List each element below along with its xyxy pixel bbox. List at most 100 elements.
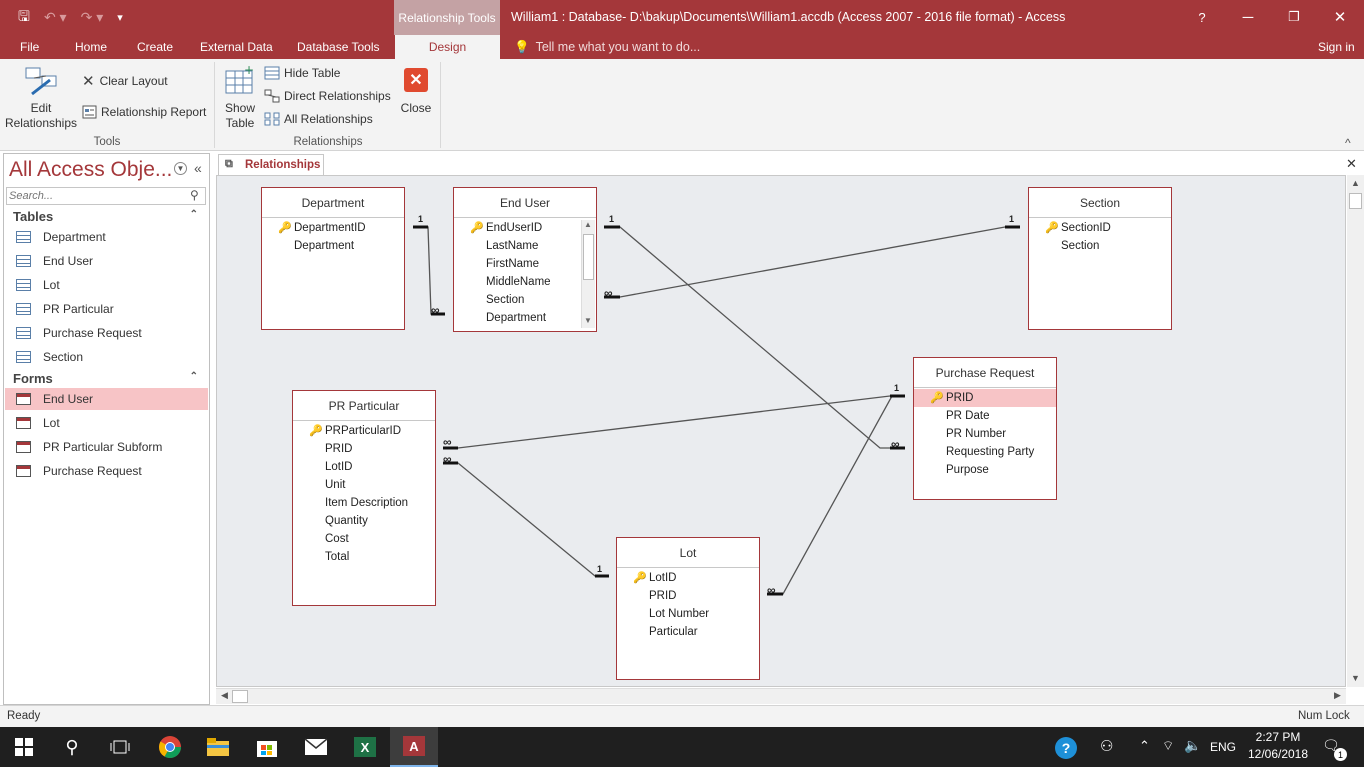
nav-table-purchase-request[interactable]: Purchase Request xyxy=(5,322,208,344)
chrome-icon[interactable] xyxy=(146,727,194,767)
volume-icon[interactable]: 🔈 xyxy=(1184,737,1202,753)
scroll-thumb[interactable] xyxy=(583,234,594,280)
table-field[interactable]: PRID xyxy=(617,587,759,605)
edit-relationships-button[interactable]: Edit Relationships xyxy=(4,63,78,133)
tab-external-data[interactable]: External Data xyxy=(200,40,273,54)
scroll-up-icon[interactable]: ▲ xyxy=(584,220,592,229)
nav-table-pr-particular[interactable]: PR Particular xyxy=(5,298,208,320)
table-field[interactable]: Particular xyxy=(617,623,759,641)
table-field[interactable]: Cost xyxy=(293,530,435,548)
people-icon[interactable]: ⚇ xyxy=(1100,738,1114,755)
search-icon[interactable]: ⚲ xyxy=(65,736,79,757)
show-table-button[interactable]: + Show Table xyxy=(220,63,260,133)
nav-group-tables[interactable]: Tables ⌃ xyxy=(5,207,208,226)
nav-search-input[interactable] xyxy=(6,187,206,205)
scroll-left-icon[interactable]: ◀ xyxy=(221,690,228,700)
tab-file[interactable]: File xyxy=(20,40,40,54)
nav-group-forms[interactable]: Forms ⌃ xyxy=(5,369,208,388)
sign-in-link[interactable]: Sign in xyxy=(1318,40,1355,54)
table-field[interactable]: Requesting Party xyxy=(914,443,1056,461)
table-field[interactable]: Section xyxy=(454,291,596,309)
table-field[interactable]: LotID xyxy=(293,458,435,476)
file-explorer-icon[interactable] xyxy=(194,727,242,767)
relationship-report-button[interactable]: Relationship Report xyxy=(82,103,206,121)
customize-qat-button[interactable]: ▾ xyxy=(117,12,123,24)
restore-button[interactable]: ❐ xyxy=(1288,9,1300,24)
table-field[interactable]: LastName xyxy=(454,237,596,255)
nav-pane-title[interactable]: All Access Obje... xyxy=(9,158,173,181)
close-window-button[interactable]: ✕ xyxy=(1333,9,1347,26)
close-document-button[interactable]: ✕ xyxy=(1346,156,1357,171)
show-hidden-icons[interactable]: ⌃ xyxy=(1139,738,1150,753)
scroll-up-icon[interactable]: ▲ xyxy=(1351,178,1360,188)
task-view-icon[interactable] xyxy=(96,727,144,767)
undo-button[interactable]: ↶ ▾ xyxy=(43,9,67,25)
table-field[interactable]: 🔑SectionID xyxy=(1029,219,1171,237)
table-field[interactable]: Department xyxy=(262,237,404,255)
clock-date[interactable]: 12/06/2018 xyxy=(1247,747,1309,761)
collapse-ribbon-button[interactable]: ^ xyxy=(1345,136,1351,150)
table-field[interactable]: Unit xyxy=(293,476,435,494)
tab-create[interactable]: Create xyxy=(137,40,174,54)
table-field[interactable]: PRID xyxy=(293,440,435,458)
minimize-button[interactable]: ─ xyxy=(1242,8,1254,26)
table-field[interactable]: Section xyxy=(1029,237,1171,255)
table-field[interactable]: PR Number xyxy=(914,425,1056,443)
nav-form-purchase-request[interactable]: Purchase Request xyxy=(5,460,208,482)
table-field[interactable]: Purpose xyxy=(914,461,1056,479)
tab-database-tools[interactable]: Database Tools xyxy=(297,40,380,54)
table-field[interactable]: Total xyxy=(293,548,435,566)
clear-layout-button[interactable]: ✕ Clear Layout xyxy=(82,72,168,90)
scroll-down-icon[interactable]: ▼ xyxy=(584,316,592,325)
mail-icon[interactable] xyxy=(292,727,340,767)
table-field[interactable]: FirstName xyxy=(454,255,596,273)
save-icon[interactable]: 🖫 xyxy=(18,7,30,24)
table-field[interactable]: PR Date xyxy=(914,407,1056,425)
clock-time[interactable]: 2:27 PM xyxy=(1255,730,1301,744)
nav-table-end-user[interactable]: End User xyxy=(5,250,208,272)
table-field[interactable]: Department xyxy=(454,309,596,327)
help-button[interactable]: ? xyxy=(1198,9,1206,25)
store-icon[interactable] xyxy=(243,727,291,767)
network-icon[interactable]: ⌔ xyxy=(1162,738,1175,753)
nav-form-lot[interactable]: Lot xyxy=(5,412,208,434)
table-field[interactable]: 🔑DepartmentID xyxy=(262,219,404,237)
table-field[interactable]: Item Description xyxy=(293,494,435,512)
tab-home[interactable]: Home xyxy=(75,40,108,54)
table-field[interactable]: 🔑EndUserID xyxy=(454,219,596,237)
nav-form-pr-particular-subform[interactable]: PR Particular Subform xyxy=(5,436,208,458)
scroll-thumb[interactable] xyxy=(1349,193,1362,209)
scroll-right-icon[interactable]: ▶ xyxy=(1334,690,1341,700)
windows-start-icon[interactable] xyxy=(0,727,48,767)
nav-table-section[interactable]: Section xyxy=(5,346,208,368)
nav-form-end-user[interactable]: End User xyxy=(5,388,208,410)
table-field[interactable]: 🔑LotID xyxy=(617,569,759,587)
relationships-document-tab[interactable]: ⧉ Relationships xyxy=(218,154,324,175)
table-field[interactable]: 🔑PRParticularID xyxy=(293,422,435,440)
nav-table-department[interactable]: Department xyxy=(5,226,208,248)
excel-icon[interactable]: X xyxy=(341,727,389,767)
table-field[interactable]: Quantity xyxy=(293,512,435,530)
redo-button[interactable]: ↷ ▾ xyxy=(80,9,104,25)
canvas-vertical-scrollbar[interactable]: ▲ ▼ xyxy=(1347,175,1364,687)
search-icon[interactable]: ⚲ xyxy=(190,188,199,202)
table-field[interactable]: Lot Number xyxy=(617,605,759,623)
all-relationships-button[interactable]: All Relationships xyxy=(264,110,373,128)
scroll-thumb[interactable] xyxy=(232,690,248,703)
canvas-horizontal-scrollbar[interactable]: ◀ ▶ xyxy=(216,688,1346,704)
scroll-down-icon[interactable]: ▼ xyxy=(1351,673,1360,683)
close-relationships-button[interactable]: ✕ Close xyxy=(398,66,434,118)
table-field[interactable]: MiddleName xyxy=(454,273,596,291)
hide-table-button[interactable]: Hide Table xyxy=(264,64,340,82)
table-field[interactable]: 🔑PRID xyxy=(914,389,1056,407)
tell-me-box[interactable]: 💡 Tell me what you want to do... xyxy=(514,35,700,59)
tab-design[interactable]: Design xyxy=(395,35,500,59)
table-scrollbar[interactable]: ▲ ▼ xyxy=(581,220,595,328)
shutter-bar-icon[interactable]: « xyxy=(194,160,202,176)
